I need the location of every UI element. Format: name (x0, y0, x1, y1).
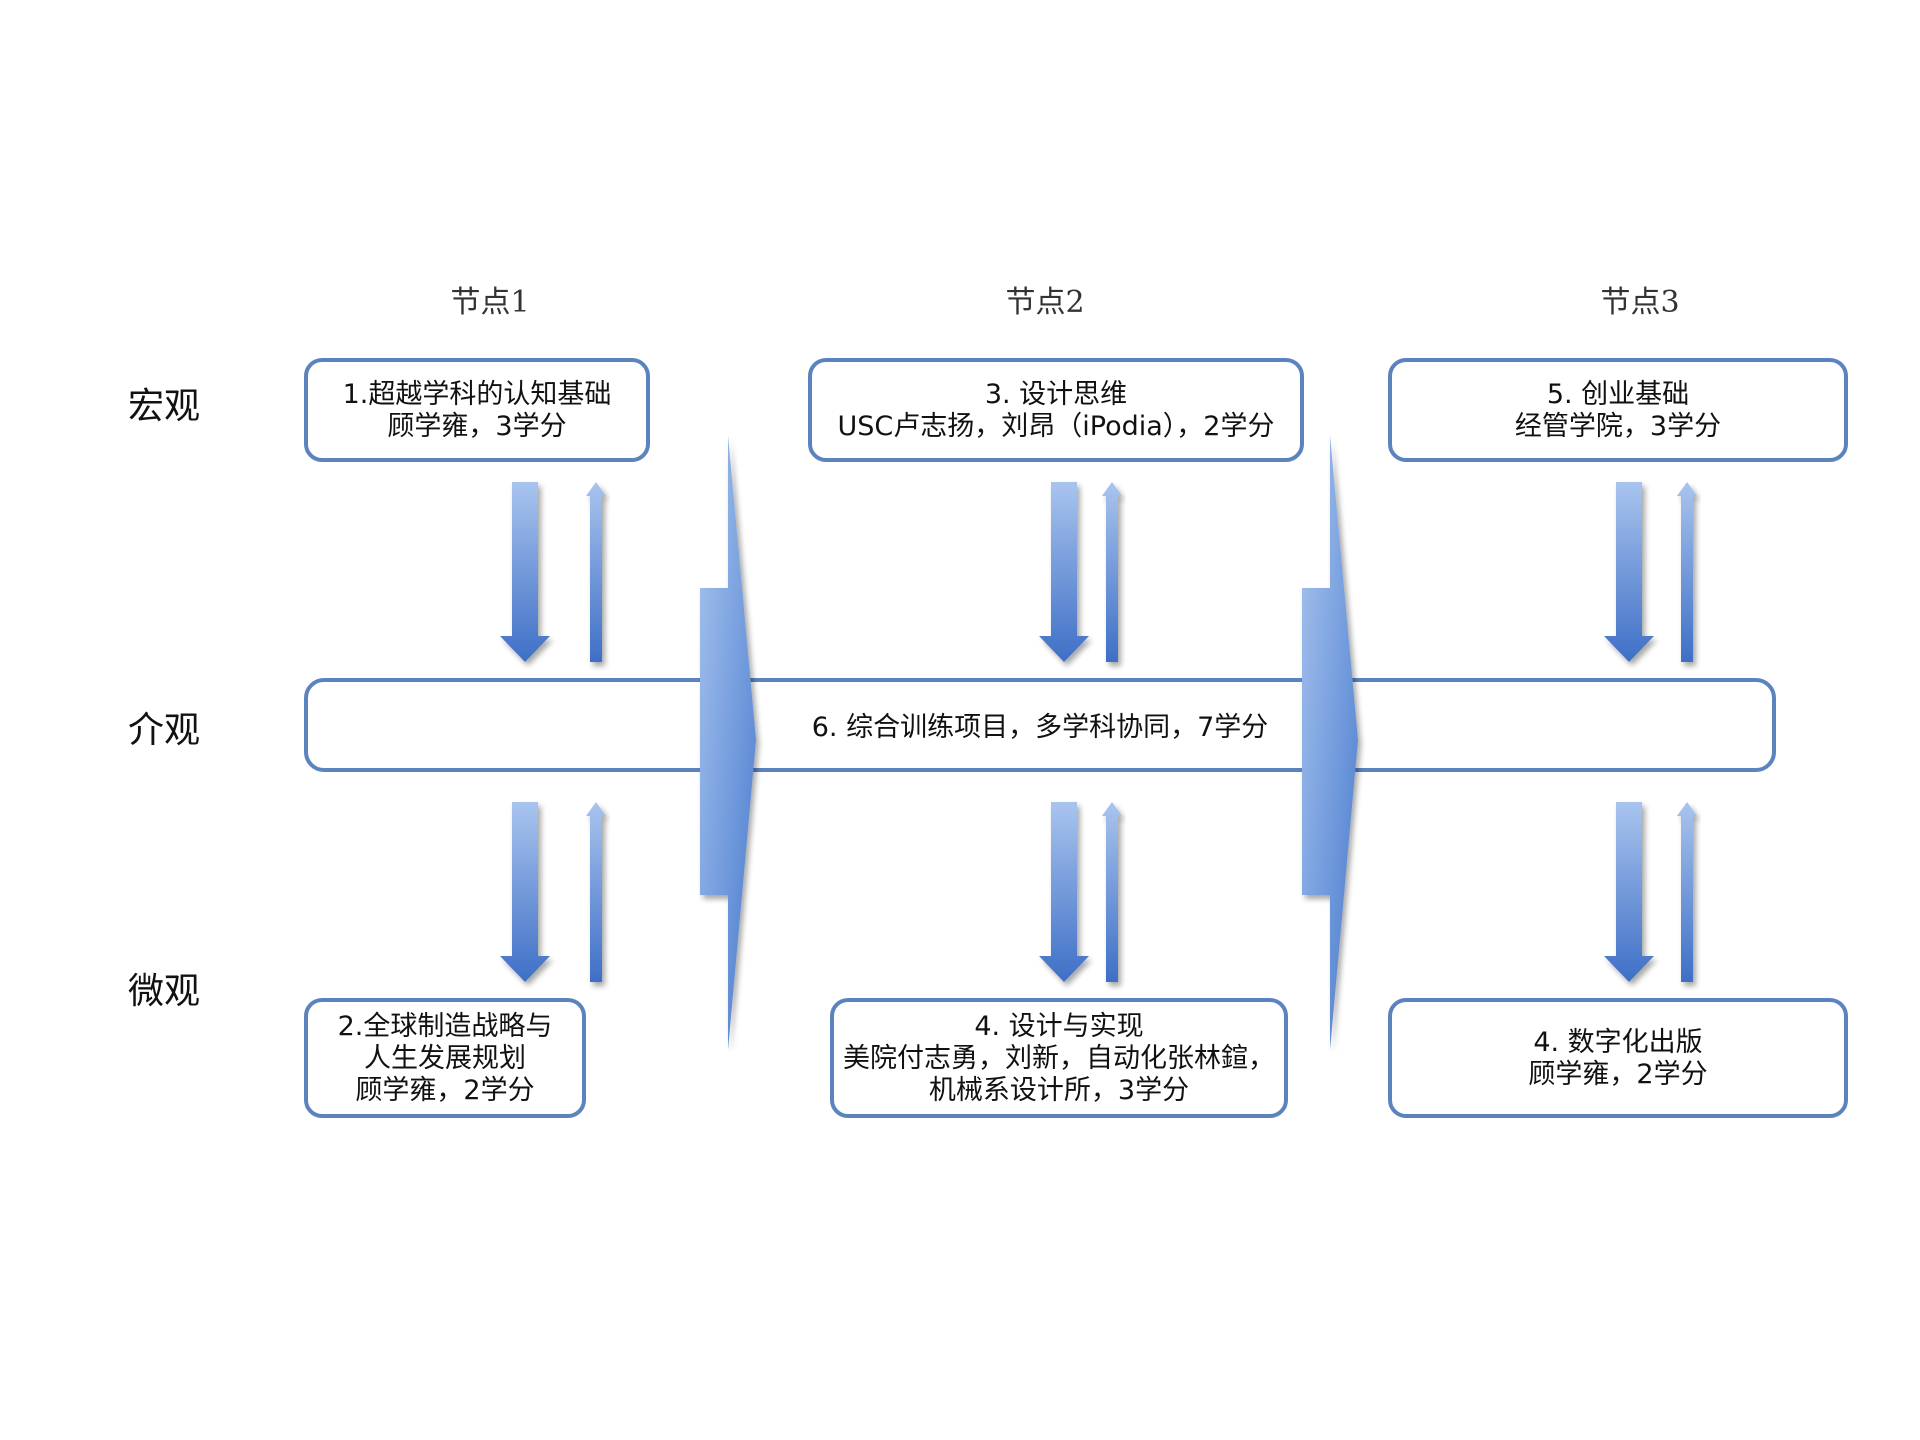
course-1-detail: 顾学雍，3学分 (387, 411, 566, 442)
course-box-4b (1388, 998, 1848, 1118)
down-arrow-2-meso-micro (1039, 802, 1089, 982)
transition-arrow-2 (1302, 435, 1358, 1050)
down-arrow-1-meso-micro (500, 802, 550, 982)
course-box-1 (304, 358, 650, 462)
up-arrow-3-meso-micro (1677, 802, 1697, 982)
down-arrow-3-meso-micro (1604, 802, 1654, 982)
up-arrow-2-macro-meso (1102, 482, 1122, 662)
node-label-3: 节点3 (1600, 285, 1679, 320)
project-bar (304, 678, 1776, 772)
node-label-2: 节点2 (1005, 285, 1084, 320)
course-4-title: 4. 设计与实现 (974, 1011, 1143, 1042)
course-box-5 (1388, 358, 1848, 462)
level-label-meso: 介观 (128, 710, 200, 751)
down-arrow-2-macro-meso (1039, 482, 1089, 662)
flow-arrows (500, 482, 1697, 982)
up-arrow-3-macro-meso (1677, 482, 1697, 662)
course-3-title: 3. 设计思维 (985, 379, 1127, 410)
course-box-2 (304, 998, 586, 1118)
course-2-subtitle: 人生发展规划 (364, 1043, 526, 1074)
transition-arrow-1 (700, 435, 756, 1050)
course-5-title: 5. 创业基础 (1547, 379, 1689, 410)
level-label-micro: 微观 (128, 971, 200, 1012)
course-4b-detail: 顾学雍，2学分 (1528, 1059, 1707, 1090)
up-arrow-1-macro-meso (586, 482, 606, 662)
course-4b-title: 4. 数字化出版 (1533, 1027, 1702, 1058)
course-5-detail: 经管学院，3学分 (1515, 411, 1721, 442)
course-box-3 (808, 358, 1304, 462)
course-2-title: 2.全球制造战略与 (338, 1011, 553, 1042)
project-label: 6. 综合训练项目，多学科协同，7学分 (812, 712, 1269, 743)
course-box-4 (830, 998, 1288, 1118)
course-4-detail: 机械系设计所，3学分 (929, 1075, 1189, 1106)
course-3-detail: USC卢志扬，刘昂（iPodia），2学分 (838, 411, 1275, 442)
course-2-detail: 顾学雍，2学分 (355, 1075, 534, 1106)
down-arrow-3-macro-meso (1604, 482, 1654, 662)
course-1-title: 1.超越学科的认知基础 (343, 379, 612, 410)
down-arrow-1-macro-meso (500, 482, 550, 662)
up-arrow-1-meso-micro (586, 802, 606, 982)
course-4-instructors: 美院付志勇，刘新，自动化张林鍹， (843, 1043, 1275, 1074)
level-label-macro: 宏观 (128, 386, 200, 427)
node-label-1: 节点1 (450, 285, 529, 320)
up-arrow-2-meso-micro (1102, 802, 1122, 982)
